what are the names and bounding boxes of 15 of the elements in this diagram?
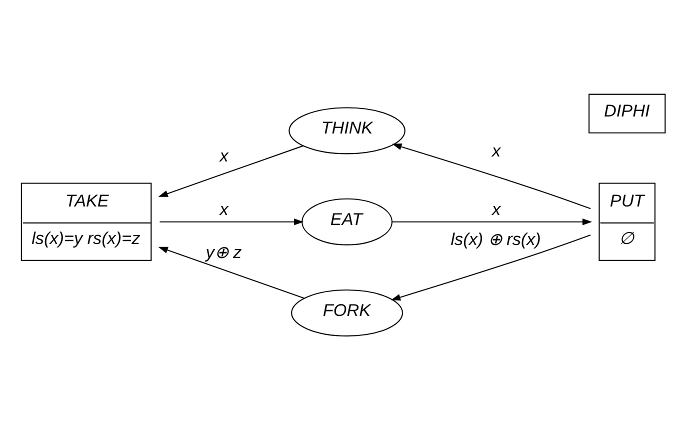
node-ellipse: THINK [288,106,406,154]
edge-label: x [492,140,501,160]
arrow [392,218,592,225]
arrow [390,234,591,300]
edge-label: x [492,198,501,219]
arrow [158,144,304,196]
edge-label: y⊕ z [206,242,242,262]
node-ellipse: EAT [302,198,393,245]
arrow [160,218,304,225]
node-box: DIPHI [588,93,666,133]
edge-label: ls(x) ⊕ rs(x) [450,228,541,249]
edge-label: x [220,145,228,166]
arrow [392,143,591,209]
edge-label: x [220,198,228,219]
arrow [158,246,304,298]
